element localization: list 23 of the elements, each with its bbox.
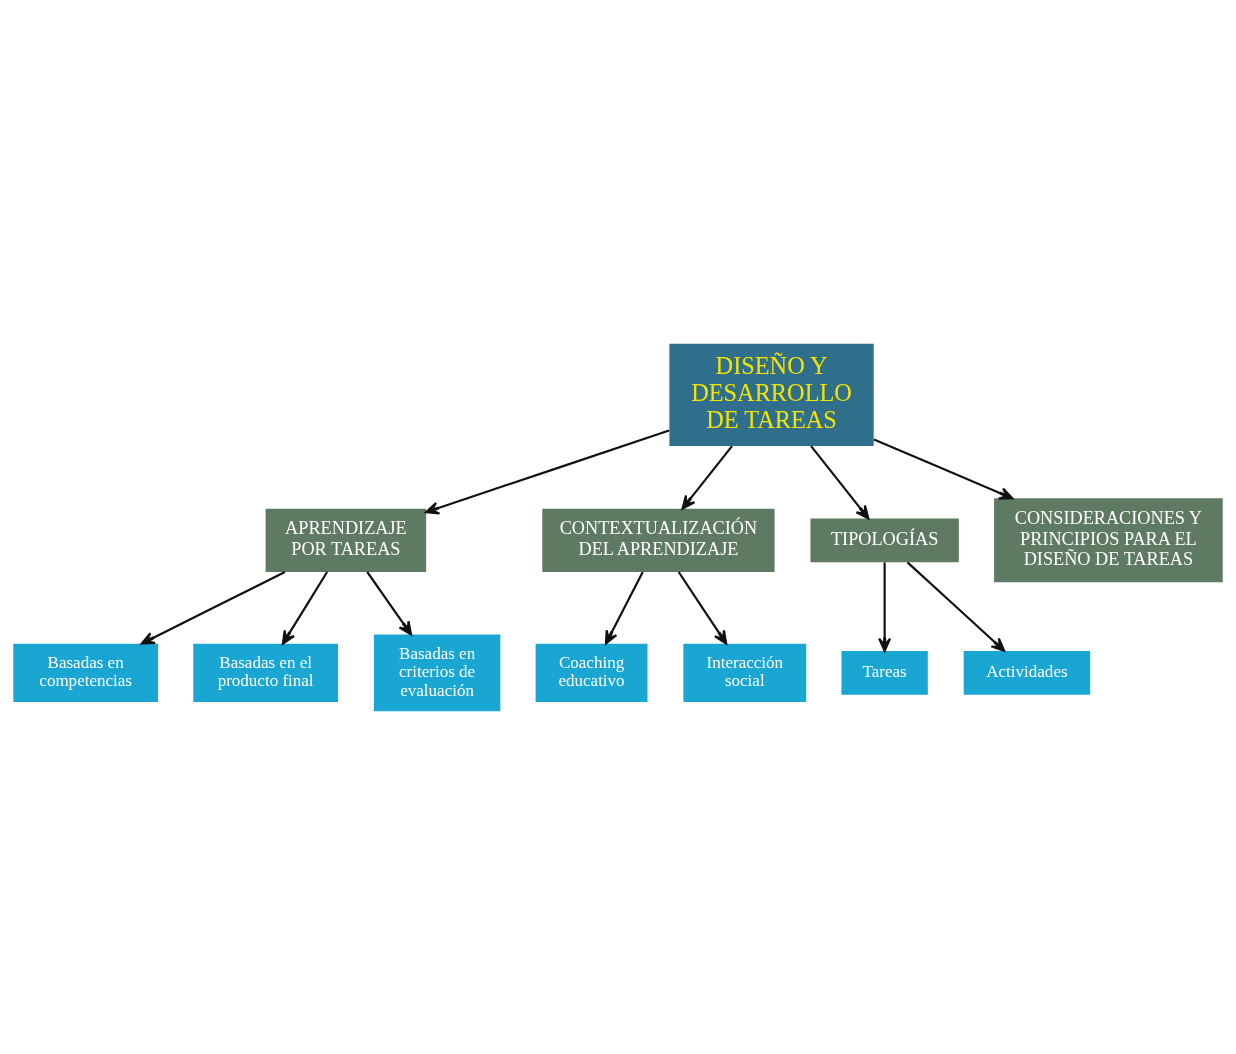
node-box: APRENDIZAJE POR TAREAS	[265, 508, 427, 572]
arrow	[281, 570, 328, 645]
arrow	[140, 570, 286, 645]
node-box: Basadas en el producto final	[193, 643, 338, 702]
arrow	[906, 561, 1006, 652]
arrow	[677, 570, 728, 645]
arrow	[604, 571, 644, 645]
node-box: CONTEXTUALIZACIÓN DEL APRENDIZAJE	[542, 508, 775, 572]
node-box: TIPOLOGÍAS	[810, 517, 959, 562]
arrow	[810, 444, 870, 519]
node-box: Interacción social	[683, 643, 807, 702]
node-box: Actividades	[963, 650, 1091, 695]
node-box: Basadas en criterios de evaluación	[373, 634, 501, 711]
arrow	[366, 570, 413, 635]
node-box: CONSIDERACIONES Y PRINCIPIOS PARA EL DISEÑO DE TAREAS	[994, 497, 1223, 582]
arrow	[681, 444, 733, 510]
node-box: Basadas en competencias	[13, 643, 158, 702]
node-box: Tareas	[841, 650, 928, 695]
arrow	[873, 438, 1014, 500]
node-box: DISEÑO Y DESARROLLO DE TAREAS	[669, 343, 874, 446]
node-box: Coaching educativo	[535, 643, 648, 702]
arrow	[425, 429, 670, 514]
arrow	[878, 561, 892, 652]
